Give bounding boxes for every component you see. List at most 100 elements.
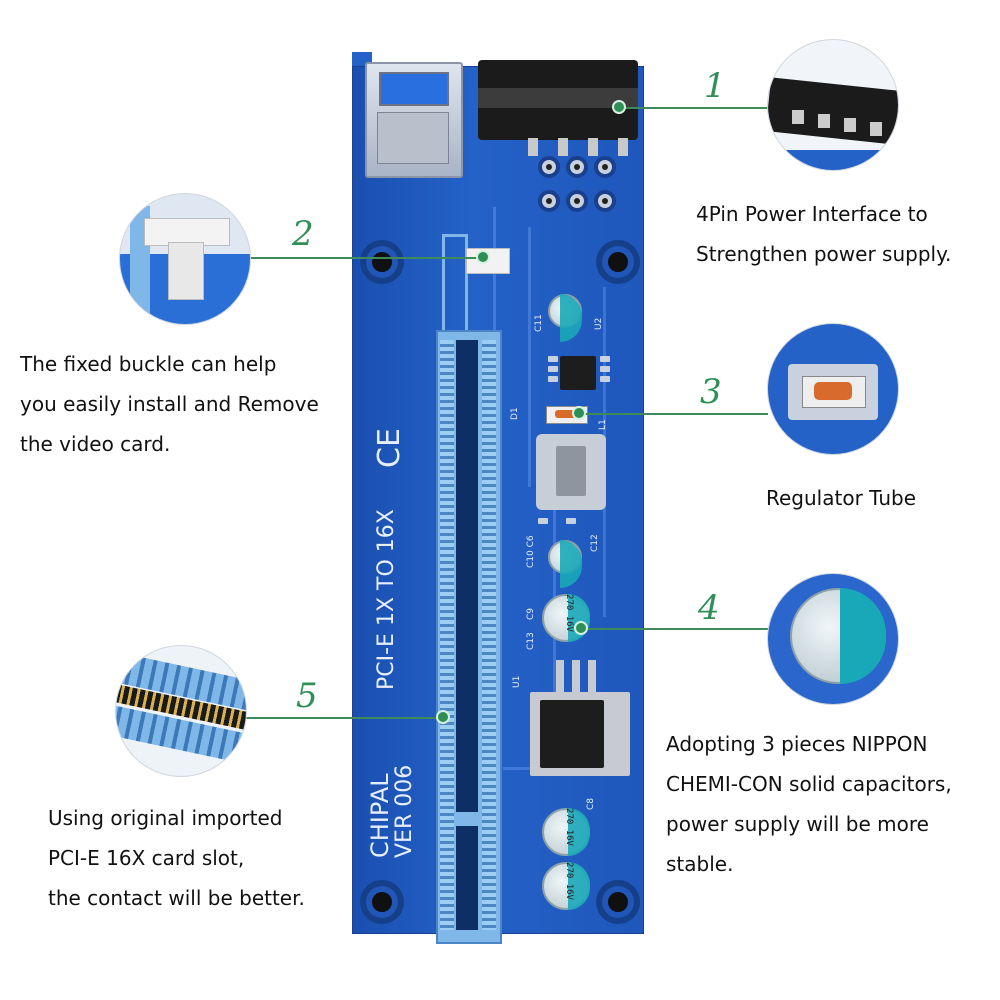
zoom-capacitor xyxy=(768,574,898,704)
trace xyxy=(493,207,496,407)
marker-dot-1 xyxy=(612,100,626,114)
silk-u1: U1 xyxy=(512,675,522,688)
molex-pin xyxy=(618,138,628,156)
silk-brand: CHIPAL xyxy=(366,773,394,858)
cap-label: 270 16V xyxy=(563,594,574,632)
pcie-16x-slot xyxy=(436,330,502,944)
small-capacitor xyxy=(548,294,582,342)
zoom-pcie-slot xyxy=(116,646,246,776)
smd-pad xyxy=(600,376,610,382)
molex-pin xyxy=(588,138,598,156)
callout-text-4: Adopting 3 pieces NIPPON CHEMI-CON solid… xyxy=(666,724,952,884)
callout-number-1: 1 xyxy=(704,66,726,106)
callout-number-3: 3 xyxy=(700,372,722,412)
usb-port xyxy=(365,62,463,178)
callout-number-5: 5 xyxy=(296,676,318,716)
slot-contacts-left xyxy=(440,340,454,930)
smd-pad xyxy=(600,366,610,372)
silk-l1: L1 xyxy=(598,419,608,430)
u1-regulator-ic xyxy=(540,700,604,768)
leader-line-5 xyxy=(246,717,442,719)
trace xyxy=(528,227,531,487)
leader-line-3 xyxy=(580,413,768,415)
molex-connector xyxy=(478,60,638,156)
inductor xyxy=(556,446,586,496)
zoom-molex xyxy=(768,40,898,170)
zoom-molex-board xyxy=(768,150,898,170)
silk-c11: C11 xyxy=(534,314,544,332)
callout-text-3: Regulator Tube xyxy=(766,478,916,518)
zoom-molex-pin xyxy=(818,114,830,128)
silk-c12: C12 xyxy=(590,534,600,552)
small-capacitor xyxy=(548,540,582,588)
buckle-arm xyxy=(442,234,468,334)
callout-number-4: 4 xyxy=(698,588,720,628)
callout-text-5: Using original imported PCI-E 16X card s… xyxy=(48,798,305,918)
callout-text-2: The fixed buckle can help you easily ins… xyxy=(20,344,319,464)
zoom-buckle-stem xyxy=(168,242,204,300)
slot-key xyxy=(454,812,482,826)
silk-c9: C9 xyxy=(526,607,536,620)
silk-c8: C8 xyxy=(586,797,596,810)
chip-leg xyxy=(588,660,596,696)
marker-dot-5 xyxy=(436,710,450,724)
mount-hole xyxy=(596,880,640,924)
zoom-molex-pin xyxy=(792,110,804,124)
callout-line: you easily install and Remove xyxy=(20,392,319,416)
zoom-molex-pin xyxy=(870,122,882,136)
zoom-buckle xyxy=(120,194,250,324)
molex-pin xyxy=(528,138,538,156)
silk-model: PCI-E 1X TO 16X xyxy=(374,509,399,690)
callout-line: Using original imported xyxy=(48,806,283,830)
callout-line: The fixed buckle can help xyxy=(20,352,277,376)
mount-hole xyxy=(360,880,404,924)
zoom-capacitor-stripe xyxy=(840,588,886,684)
pin-pad xyxy=(538,156,560,178)
usb-cavity xyxy=(377,112,449,164)
silk-c10: C10 C6 xyxy=(526,535,536,568)
callout-line: 4Pin Power Interface to xyxy=(696,202,928,226)
silk-d1: D1 xyxy=(510,407,520,420)
solid-capacitor xyxy=(542,808,590,856)
leader-line-4 xyxy=(582,628,770,630)
molex-ridge xyxy=(478,88,638,108)
chip-leg xyxy=(572,660,580,696)
pin-pad xyxy=(566,190,588,212)
callout-line: PCI-E 16X card slot, xyxy=(48,846,245,870)
solid-capacitor xyxy=(542,862,590,910)
callout-line: CHEMI-CON solid capacitors, xyxy=(666,772,952,796)
pin-pad xyxy=(594,156,616,178)
silk-c13: C13 xyxy=(526,632,536,650)
zoom-molex-pin xyxy=(844,118,856,132)
molex-pin xyxy=(558,138,568,156)
silk-version: VER 006 xyxy=(392,764,417,858)
pin-pad xyxy=(566,156,588,178)
callout-line: Adopting 3 pieces NIPPON xyxy=(666,732,928,756)
pin-pad xyxy=(594,190,616,212)
mount-hole xyxy=(596,240,640,284)
fixed-buckle xyxy=(466,248,510,274)
cap-label: 270 16V xyxy=(563,808,574,846)
marker-dot-3 xyxy=(572,406,586,420)
leader-line-2 xyxy=(250,257,484,259)
callout-line: stable. xyxy=(666,852,734,876)
ce-mark: CE xyxy=(372,428,407,468)
callout-text-1: 4Pin Power Interface to Strengthen power… xyxy=(696,194,951,274)
callout-number-2: 2 xyxy=(292,214,314,254)
chip-leg xyxy=(556,660,564,696)
zoom-regulator-glass xyxy=(814,382,852,400)
smd-pad xyxy=(566,518,576,524)
regulator-chip xyxy=(560,356,596,390)
smd-pad xyxy=(548,366,558,372)
smd-pad xyxy=(600,356,610,362)
leader-line-1 xyxy=(624,107,768,109)
cap-label: 270 16V xyxy=(563,862,574,900)
pin-pad xyxy=(538,190,560,212)
callout-line: Strengthen power supply. xyxy=(696,242,952,266)
zoom-regulator xyxy=(768,324,898,454)
smd-pad xyxy=(538,518,548,524)
callout-line: power supply will be more xyxy=(666,812,929,836)
callout-line: Regulator Tube xyxy=(766,486,916,510)
slot-contacts-right xyxy=(482,340,496,930)
callout-line: the video card. xyxy=(20,432,171,456)
